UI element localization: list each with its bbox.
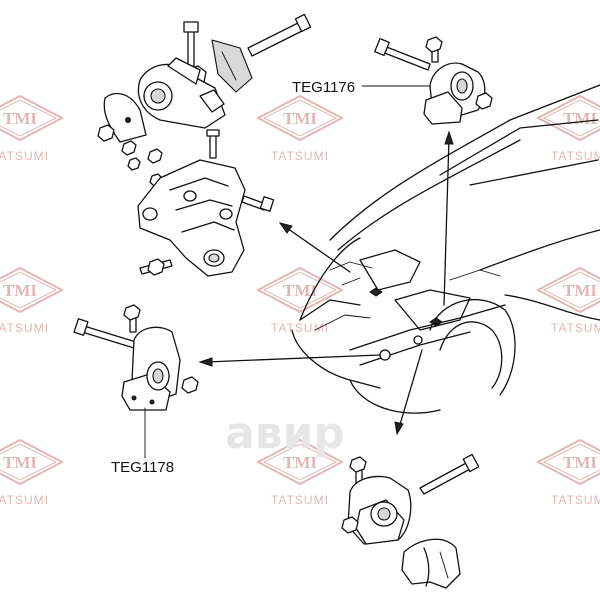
watermark-diamond-inner [0,271,58,309]
watermark-logo-text: TMI [283,453,317,472]
mount-teg1178 [73,304,199,411]
watermark-diamond [0,94,65,142]
watermark-logo-text: TMI [563,453,597,472]
watermark-diamond-inner [262,271,338,309]
watermark-diamond [535,266,600,314]
watermark-logo-text: TMI [3,281,37,300]
watermark-logo-text: TMI [563,109,597,128]
watermark-diamond-inner [542,443,600,481]
watermark-logo-text: TMI [283,109,317,128]
watermark-diamond [0,266,65,314]
watermark-brand-text: TATSUMI [271,149,329,163]
watermark-diamond [255,266,345,314]
watermark-logo: TMI TATSUMI [255,438,345,507]
watermark-logo: TMI TATSUMI [535,438,600,507]
watermark-logo: TMI TATSUMI [255,94,345,163]
mount-assembly-top-left [97,13,312,187]
watermark-diamond-inner [542,99,600,137]
watermark-diamond [0,438,65,486]
watermark-layer: TMI TATSUMI TMI TATSUMI TMI TATSUMI TMI TATSUMI… [0,94,600,507]
watermark-logo-text: TMI [3,453,37,472]
watermark-diamond [535,438,600,486]
watermark-logo-text: TMI [3,109,37,128]
vehicle-body-outline [291,84,600,414]
watermark-logo: TMI TATSUMI [0,438,65,507]
part-label-teg1176: TEG1176 [292,79,355,96]
watermark-diamond-inner [0,443,58,481]
watermark-brand-text: TATSUMI [271,321,329,335]
watermark-logo: TMI TATSUMI [535,266,600,335]
pointer-arrows [198,130,454,436]
watermark-brand-text: TATSUMI [0,149,49,163]
mount-bottom [341,453,480,589]
watermark-brand-text: TATSUMI [551,321,600,335]
watermark-brand-text: TATSUMI [0,321,49,335]
watermark-logo-text: TMI [563,281,597,300]
part-label-teg1178: TEG1178 [111,459,174,476]
watermark-logo: TMI TATSUMI [0,266,65,335]
watermark-brand-text: TATSUMI [551,493,600,507]
watermark-diamond-inner [0,99,58,137]
watermark-brand-text: TATSUMI [271,493,329,507]
watermark-diamond [535,94,600,142]
center-watermark: авир [225,408,345,459]
watermark-diamond-inner [262,99,338,137]
watermark-brand-text: TATSUMI [551,149,600,163]
watermark-diamond [255,94,345,142]
watermark-diamond-inner [262,443,338,481]
watermark-logo: TMI TATSUMI [0,94,65,163]
engine-bracket [137,159,275,277]
watermark-brand-text: TATSUMI [0,493,49,507]
watermark-diamond-inner [542,271,600,309]
watermark-logo-text: TMI [283,281,317,300]
watermark-diamond [255,438,345,486]
watermark-logo: TMI TATSUMI [255,266,345,335]
mount-teg1176 [374,36,493,125]
